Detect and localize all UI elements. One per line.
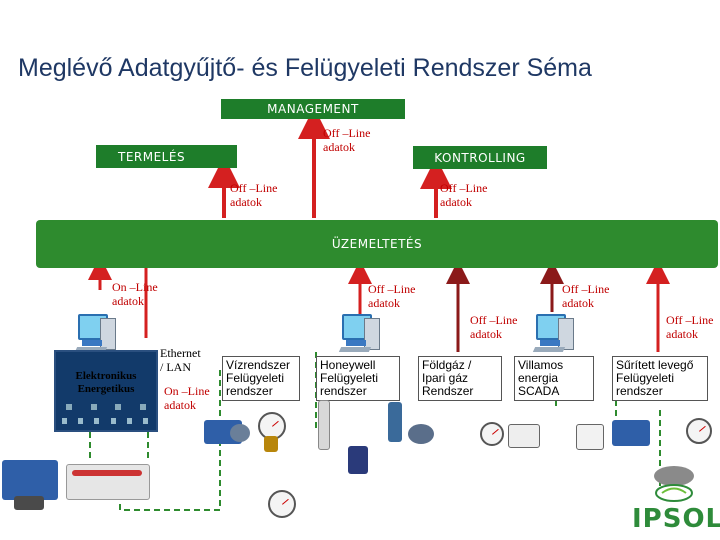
computer-icon [338,314,382,354]
uzemeltetes-block: ÜZEMELTETÉS [36,220,718,268]
pressure-gauge-icon [480,422,504,446]
pump-base-icon [14,496,44,510]
page-title: Meglévő Adatgyűjtő- és Felügyeleti Rends… [18,54,592,82]
energy-screen-line2: Energetikus [77,383,135,395]
ipsol-logo-icon [655,484,693,502]
controller-icon [348,446,368,474]
compressor-icon [612,420,650,446]
sensor-icon [388,402,402,442]
thermometer-icon [318,400,330,450]
kontrolling-block: KONTROLLING [413,146,547,169]
pump-icon [408,424,434,444]
energy-screenshot: Elektronikus Energetikus [54,350,158,432]
computer-icon [74,314,118,354]
ethernet-label: Ethernet/ LAN [160,346,201,374]
control-panel-strip [72,470,142,476]
management-block: MANAGEMENT [221,99,405,119]
computer-icon [532,314,576,354]
energy-screen-line1: Elektronikus [75,370,137,382]
analog-meter-icon [576,424,604,450]
flow-meter-icon [654,466,694,486]
pressure-gauge-icon [686,418,712,444]
panel-meter-icon [508,424,540,448]
termeles-block: TERMELÉS [96,145,237,168]
pump-icon [2,460,58,500]
motor-icon [230,424,250,442]
meter-body-icon [264,436,278,452]
water-meter-icon [268,490,296,518]
ipsol-logo: IPSOL [632,504,720,534]
